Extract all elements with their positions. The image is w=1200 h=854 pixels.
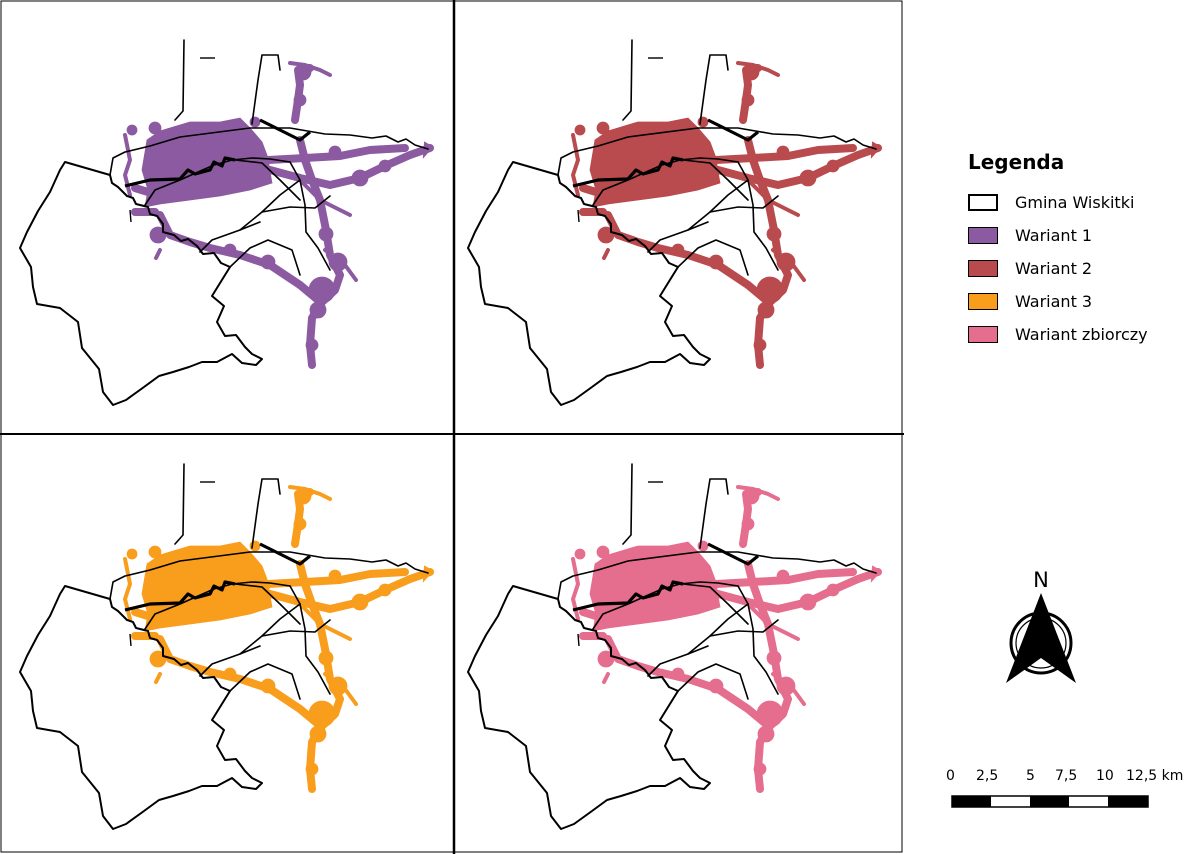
scale-bar-graphic — [951, 795, 1149, 808]
map-panels-svg — [0, 0, 904, 854]
legend-item-gmina: Gmina Wiskitki — [968, 186, 1196, 219]
legend-item-wariant-3: Wariant 3 — [968, 285, 1196, 318]
legend-item-wariant-2: Wariant 2 — [968, 252, 1196, 285]
legend-label: Wariant 1 — [1015, 226, 1093, 245]
scale-bar: 0 2,5 5 7,5 10 12,5 km — [940, 768, 1200, 828]
scale-tick-label: 2,5 — [976, 768, 999, 784]
panel-frame-2 — [453, 0, 903, 435]
legend-label: Wariant 3 — [1015, 292, 1093, 311]
scale-tick-label: 10 — [1096, 768, 1114, 784]
panel-frame-4 — [453, 433, 903, 853]
scale-tick-label: 0 — [946, 768, 955, 784]
legend-label: Wariant zbiorczy — [1015, 325, 1148, 344]
legend-label: Gmina Wiskitki — [1015, 193, 1135, 212]
legend-title: Legenda — [968, 150, 1065, 174]
panel-frame-3 — [0, 433, 455, 853]
map-panels — [0, 0, 904, 854]
legend-item-wariant-1: Wariant 1 — [968, 219, 1196, 252]
legend-item-wariant-zbiorczy: Wariant zbiorczy — [968, 318, 1196, 351]
outline-swatch-icon — [968, 194, 998, 211]
legend-label: Wariant 2 — [1015, 259, 1093, 278]
scale-tick-label: 7,5 — [1055, 768, 1078, 784]
color-swatch-icon — [968, 293, 998, 310]
scale-tick-label: 12,5 km — [1126, 768, 1184, 784]
north-label: N — [1033, 568, 1049, 592]
north-arrow: N — [996, 568, 1086, 693]
color-swatch-icon — [968, 326, 998, 343]
legend: Legenda Gmina Wiskitki Wariant 1 Wariant… — [968, 150, 1196, 351]
scale-tick-label: 5 — [1026, 768, 1035, 784]
panel-frame-1 — [0, 0, 455, 435]
color-swatch-icon — [968, 260, 998, 277]
color-swatch-icon — [968, 227, 998, 244]
north-arrow-icon — [1006, 593, 1076, 683]
